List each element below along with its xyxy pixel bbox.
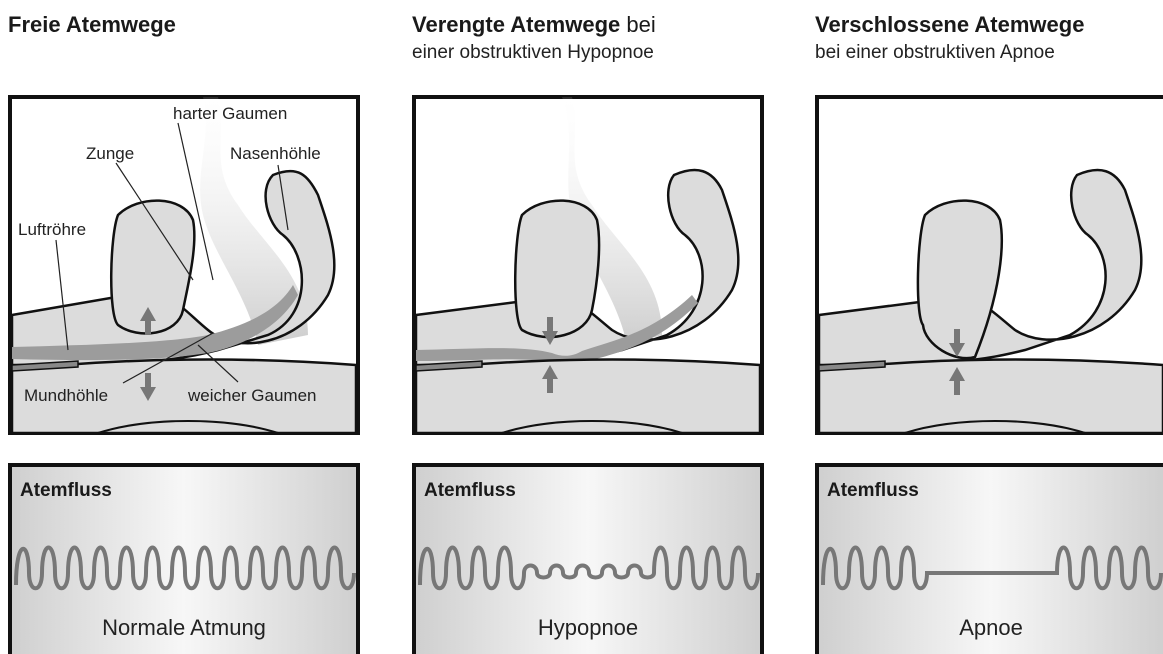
panel-title-bold: Verschlossene Atemwege (815, 12, 1084, 37)
panel-title: Verschlossene Atemwege bei einer obstruk… (815, 12, 1084, 66)
label-luftroehre: Luftröhre (18, 220, 86, 239)
panel-title-tail: bei (620, 12, 655, 37)
label-weicher-gaumen: weicher Gaumen (187, 386, 317, 405)
airway-illustration-narrowed (412, 95, 764, 435)
flow-caption: Normale Atmung (8, 615, 360, 641)
panel-title: Verengte Atemwege bei einer obstruktiven… (412, 12, 656, 66)
flow-label: Atemfluss (827, 480, 919, 502)
flow-caption: Apnoe (815, 615, 1163, 641)
flow-label: Atemfluss (20, 480, 112, 502)
flow-caption: Hypopnoe (412, 615, 764, 641)
label-nasenhoehle: Nasenhöhle (230, 144, 321, 163)
panel-closed-airway: Verschlossene Atemwege bei einer obstruk… (815, 0, 1163, 654)
flow-label: Atemfluss (424, 480, 516, 502)
airway-illustration-closed (815, 95, 1163, 435)
panel-title-bold: Freie Atemwege (8, 12, 176, 37)
flow-box: Atemfluss Normale Atmung (8, 463, 360, 654)
flow-box: Atemfluss Hypopnoe (412, 463, 764, 654)
tongue-shape (515, 201, 599, 337)
label-harter-gaumen: harter Gaumen (173, 104, 287, 123)
label-mundhoehle: Mundhöhle (24, 386, 108, 405)
flow-box: Atemfluss Apnoe (815, 463, 1163, 654)
panel-free-airway: Freie Atemwege harter Gaumen Zunge (8, 0, 360, 654)
tongue-shape (111, 201, 194, 334)
panel-subtitle: bei einer obstruktiven Apnoe (815, 40, 1084, 66)
panel-narrowed-airway: Verengte Atemwege bei einer obstruktiven… (412, 0, 764, 654)
label-zunge: Zunge (86, 144, 134, 163)
panel-title: Freie Atemwege (8, 12, 176, 38)
panel-subtitle: einer obstruktiven Hypopnoe (412, 40, 656, 66)
panel-title-bold: Verengte Atemwege (412, 12, 620, 37)
airway-illustration-open: harter Gaumen Zunge Nasenhöhle Luftröhre… (8, 95, 360, 435)
